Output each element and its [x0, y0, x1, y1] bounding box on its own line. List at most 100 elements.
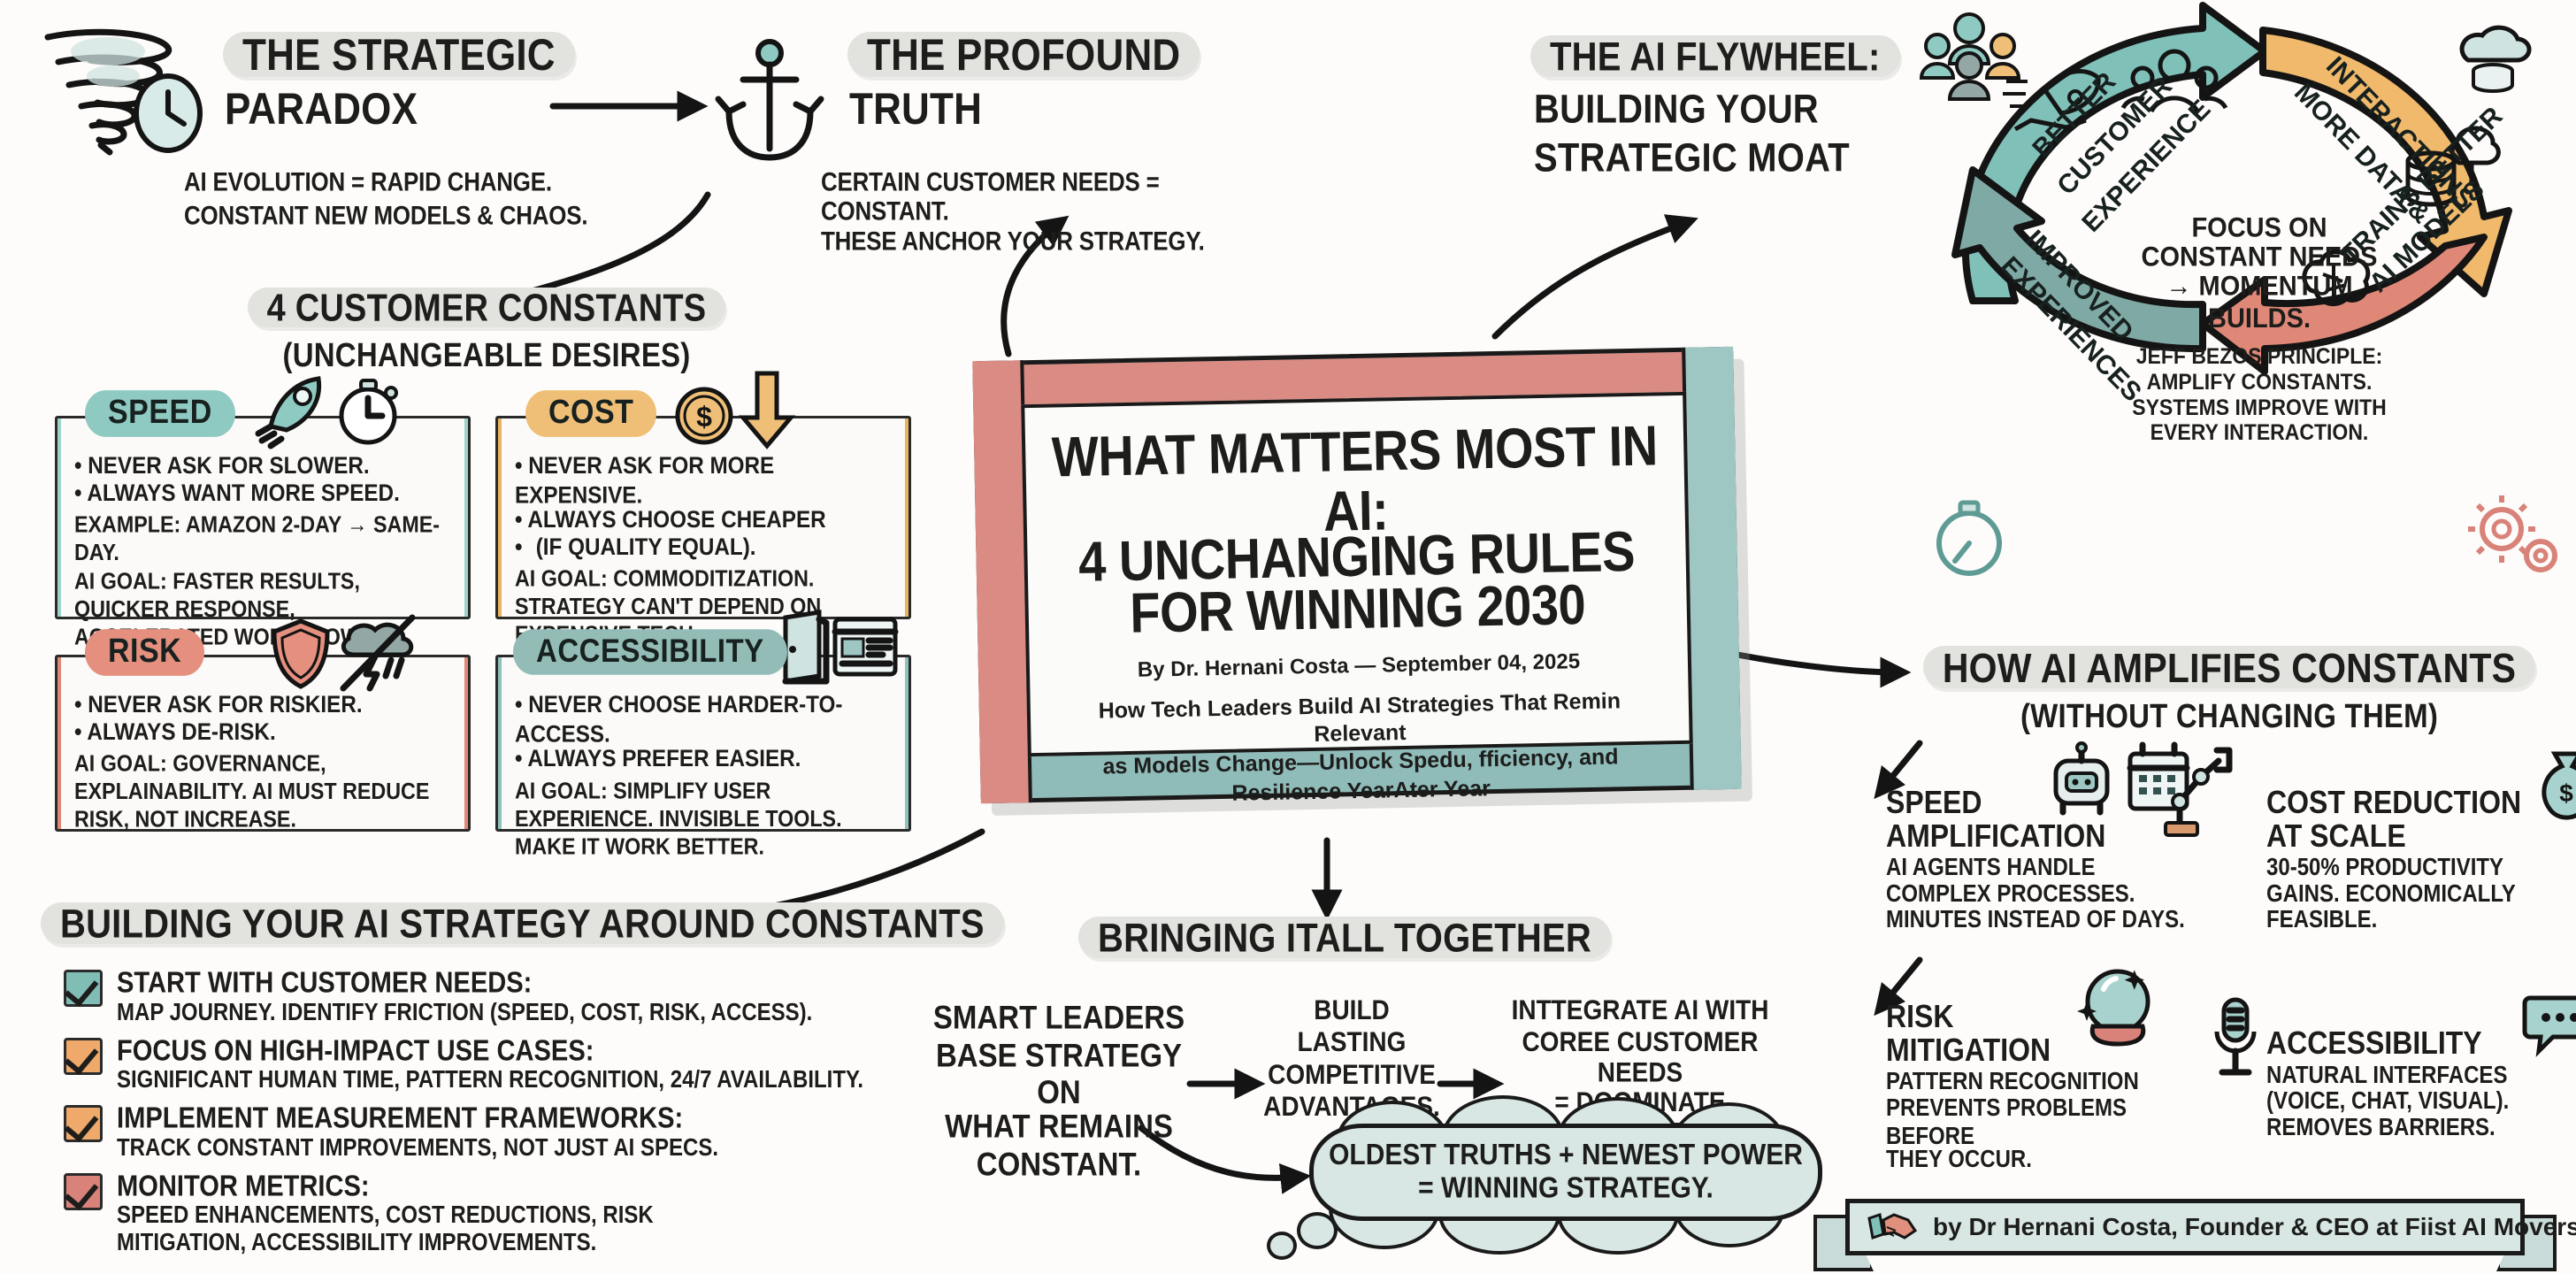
open-door-icon	[782, 610, 830, 685]
constant-tag-cost: COST	[525, 390, 657, 437]
constant-bullet: ALWAYS WANT MORE SPEED.	[74, 479, 443, 508]
amplifies-title-risk-2: MITIGATION	[1886, 1031, 2051, 1068]
calendar-icon	[2127, 741, 2190, 811]
storm-cloud-icon	[340, 614, 416, 692]
bt-col1-line1: SMART LEADERS	[932, 998, 1185, 1036]
coin-dollar-icon: $	[675, 387, 733, 445]
constant-bullet: NEVER ASK FOR MORE EXPENSIVE.	[515, 451, 884, 510]
building-strategy-heading: BUILDING YOUR AI STRATEGY AROUND CONSTAN…	[60, 902, 985, 947]
amplifies-title-risk-1: RISK	[1886, 997, 1954, 1034]
checklist-title: START WITH CUSTOMER NEEDS:	[117, 966, 533, 1000]
building-strategy-header: BUILDING YOUR AI STRATEGY AROUND CONSTAN…	[41, 902, 1004, 947]
checklist-item[interactable]: FOCUS ON HIGH-IMPACT USE CASES: SIGNIFIC…	[64, 1034, 948, 1094]
robot-icon	[2053, 741, 2110, 816]
amplifies-heading: HOW AI AMPLIFIES CONSTANTS	[1942, 644, 2517, 692]
checklist-title: MONITOR METRICS:	[117, 1170, 370, 1202]
bringing-together-heading: BRINGING ITALL TOGETHER	[1098, 916, 1591, 961]
flywheel-note-line4: EVERY INTERACTION.	[2150, 419, 2369, 445]
constant-card-risk: RISK NEVER ASK FOR RISKIER. ALWAYS DE-RI…	[55, 614, 471, 832]
strategic-paradox-title-pill: THE STRATEGIC	[223, 32, 575, 78]
checkbox-checked-icon[interactable]	[64, 970, 103, 1007]
money-bag-icon: $	[2542, 751, 2576, 820]
tornado-icon	[44, 28, 172, 156]
checkbox-checked-icon[interactable]	[64, 1105, 103, 1142]
checklist-item[interactable]: START WITH CUSTOMER NEEDS: MAP JOURNEY. …	[64, 966, 948, 1025]
flywheel-segment-more-data	[2259, 27, 2512, 297]
flywheel-heading-line2: BUILDING YOUR	[1534, 87, 1819, 132]
profound-truth-body-line2: THESE ANCHOR YOUR STRATEGY.	[821, 226, 1205, 257]
stopwatch-icon	[339, 379, 398, 445]
profound-truth-title-line1: THE PROFOUND	[867, 30, 1181, 81]
checklist-title: IMPLEMENT MEASUREMENT FRAMEWORKS:	[117, 1101, 684, 1135]
arrow-amplifies-risk	[1874, 956, 1923, 1017]
checklist-item[interactable]: IMPLEMENT MEASUREMENT FRAMEWORKS: TRACK …	[64, 1101, 948, 1162]
bt-col1-line3: WHAT REMAINS	[945, 1107, 1173, 1145]
thought-bubble-medium	[1297, 1212, 1338, 1249]
constant-card-cost: COST $ NEVER ASK FOR MORE EXPENSIVE. ALW…	[495, 371, 911, 647]
bt-col2-line2: LASTING	[1297, 1026, 1407, 1058]
thought-line1: OLDEST TRUTHS + NEWEST POWER	[1329, 1140, 1803, 1172]
amplifies-body-cost-1: 30-50% PRODUCTIVITY	[2266, 854, 2504, 882]
amplifies-subheading: (WITHOUT CHANGING THEM)	[2020, 696, 2439, 734]
bt-col3-line2: COREE CUSTOMER NEEDS	[1522, 1026, 1759, 1089]
amplifies-title-cost-2: AT SCALE	[2266, 817, 2406, 854]
amplifies-item-accessibility: ACCESSIBILITY NATURAL INTERFACES (VOICE,…	[2214, 995, 2576, 1141]
amplifies-title-cost-1: COST REDUCTION	[2266, 783, 2522, 820]
svg-text:$: $	[696, 401, 712, 433]
flywheel-center-line1: FOCUS ON	[2191, 212, 2327, 244]
bt-col1-line2: BASE STRATEGY ON	[935, 1036, 1183, 1110]
center-byline: By Dr. Hernani Costa — September 04, 202…	[1137, 649, 1581, 683]
checkbox-checked-icon[interactable]	[64, 1037, 103, 1075]
flywheel-heading-line3: STRATEGIC MOAT	[1534, 135, 1850, 180]
flywheel-segment-trains-models	[2199, 234, 2488, 375]
amplifies-body-accessibility-3: REMOVES BARRIERS.	[2266, 1113, 2496, 1141]
constant-tag-accessibility: ACCESSIBILITY	[513, 629, 787, 675]
thought-line2: = WINNING STRATEGY.	[1418, 1172, 1714, 1205]
flywheel-note-line2: AMPLIFY CONSTANTS.	[2146, 368, 2373, 395]
constant-bullet-cont: •(IF QUALITY EQUAL).	[515, 533, 884, 562]
shield-icon	[272, 618, 330, 689]
constant-bullet: ALWAYS CHOOSE CHEAPER	[515, 505, 884, 534]
people-trio-icon	[1919, 12, 2021, 101]
thought-cloud: OLDEST TRUTHS + NEWEST POWER = WINNING S…	[1309, 1095, 1822, 1255]
bringing-together-col1: SMART LEADERS BASE STRATEGY ON WHAT REMA…	[931, 998, 1187, 1182]
center-deck-line3: Resilience YearAter Year	[1231, 776, 1491, 806]
customer-constants-subheading: (UNCHANGEABLE DESIRES)	[282, 335, 691, 373]
strategic-paradox-body-line1: AI EVOLUTION = RAPID CHANGE.	[184, 166, 552, 196]
stopwatch-icon-side	[1936, 500, 2002, 576]
checklist-item[interactable]: MONITOR METRICS: SPEED ENHANCEMENTS, COS…	[64, 1170, 948, 1256]
amplifies-item-cost: $ COST REDUCTION AT SCALE 30-50% PRODUCT…	[2164, 747, 2576, 933]
cloud-server-icon	[2459, 25, 2532, 93]
microphone-icon	[2214, 997, 2257, 1076]
bt-col3-line1: INTTEGRATE AI WITH	[1511, 994, 1769, 1025]
profound-truth-title-pill: THE PROFOUND	[847, 30, 1200, 81]
amplifies-body-accessibility-2: (VOICE, CHAT, VISUAL).	[2266, 1087, 2510, 1115]
down-arrow-icon	[738, 371, 796, 449]
constant-bullet: ALWAYS PREFER EASIER.	[515, 744, 884, 773]
amplifies-body-speed-3: MINUTES INSTEAD OF DAYS.	[1886, 906, 2185, 934]
cloud-database-icon	[2405, 126, 2501, 207]
flywheel-segment-improved-exp	[1951, 166, 2206, 353]
checklist-sub: TRACK CONSTANT IMPROVEMENTS, NOT JUST AI…	[117, 1133, 719, 1162]
constant-card-accessibility: ACCESSIBILITY NEVER CHOOSE HARDER-TO-ACC…	[495, 610, 911, 859]
bringing-together-header: BRINGING ITALL TOGETHER	[1044, 916, 1645, 961]
bringing-together-col2: BUILD LASTING COMPETITIVE ADVANTAGES.	[1263, 994, 1440, 1122]
checklist-title: FOCUS ON HIGH-IMPACT USE CASES:	[117, 1034, 594, 1067]
rocket-icon	[255, 376, 322, 449]
footer-text: by Dr Hernani Costa, Founder & CEO at Fi…	[1933, 1213, 2576, 1240]
thought-bubble-small	[1267, 1232, 1297, 1260]
building-strategy-heading-pill: BUILDING YOUR AI STRATEGY AROUND CONSTAN…	[41, 902, 1004, 947]
amplifies-item-speed: SPEED AMPLIFICATION AI AGENTS HANDLE COM…	[1886, 741, 2213, 934]
clock-icon	[134, 73, 203, 153]
customer-constants-header: 4 CUSTOMER CONSTANTS (UNCHANGEABLE DESIR…	[239, 288, 734, 372]
flywheel-note-line1: JEFF BEZOS PRINCIPLE:	[2135, 343, 2383, 369]
footer-ribbon: by Dr Hernani Costa, Founder & CEO at Fi…	[1813, 1199, 2576, 1271]
amplifies-body-speed-2: COMPLEX PROCESSES.	[1886, 879, 2135, 908]
webpage-icon	[832, 617, 899, 677]
flywheel-center-text: FOCUS ON CONSTANT NEEDS → MOMENTUM BUILD…	[2118, 212, 2401, 445]
center-title-inner: WHAT MATTERS MOST IN AI: 4 UNCHANGING RU…	[1021, 391, 1693, 806]
amplifies-header: HOW AI AMPLIFIES CONSTANTS (WITHOUT CHAN…	[1902, 644, 2557, 733]
checkbox-checked-icon[interactable]	[64, 1172, 103, 1210]
amplifies-body-risk-3: THEY OCCUR.	[1886, 1145, 2032, 1173]
